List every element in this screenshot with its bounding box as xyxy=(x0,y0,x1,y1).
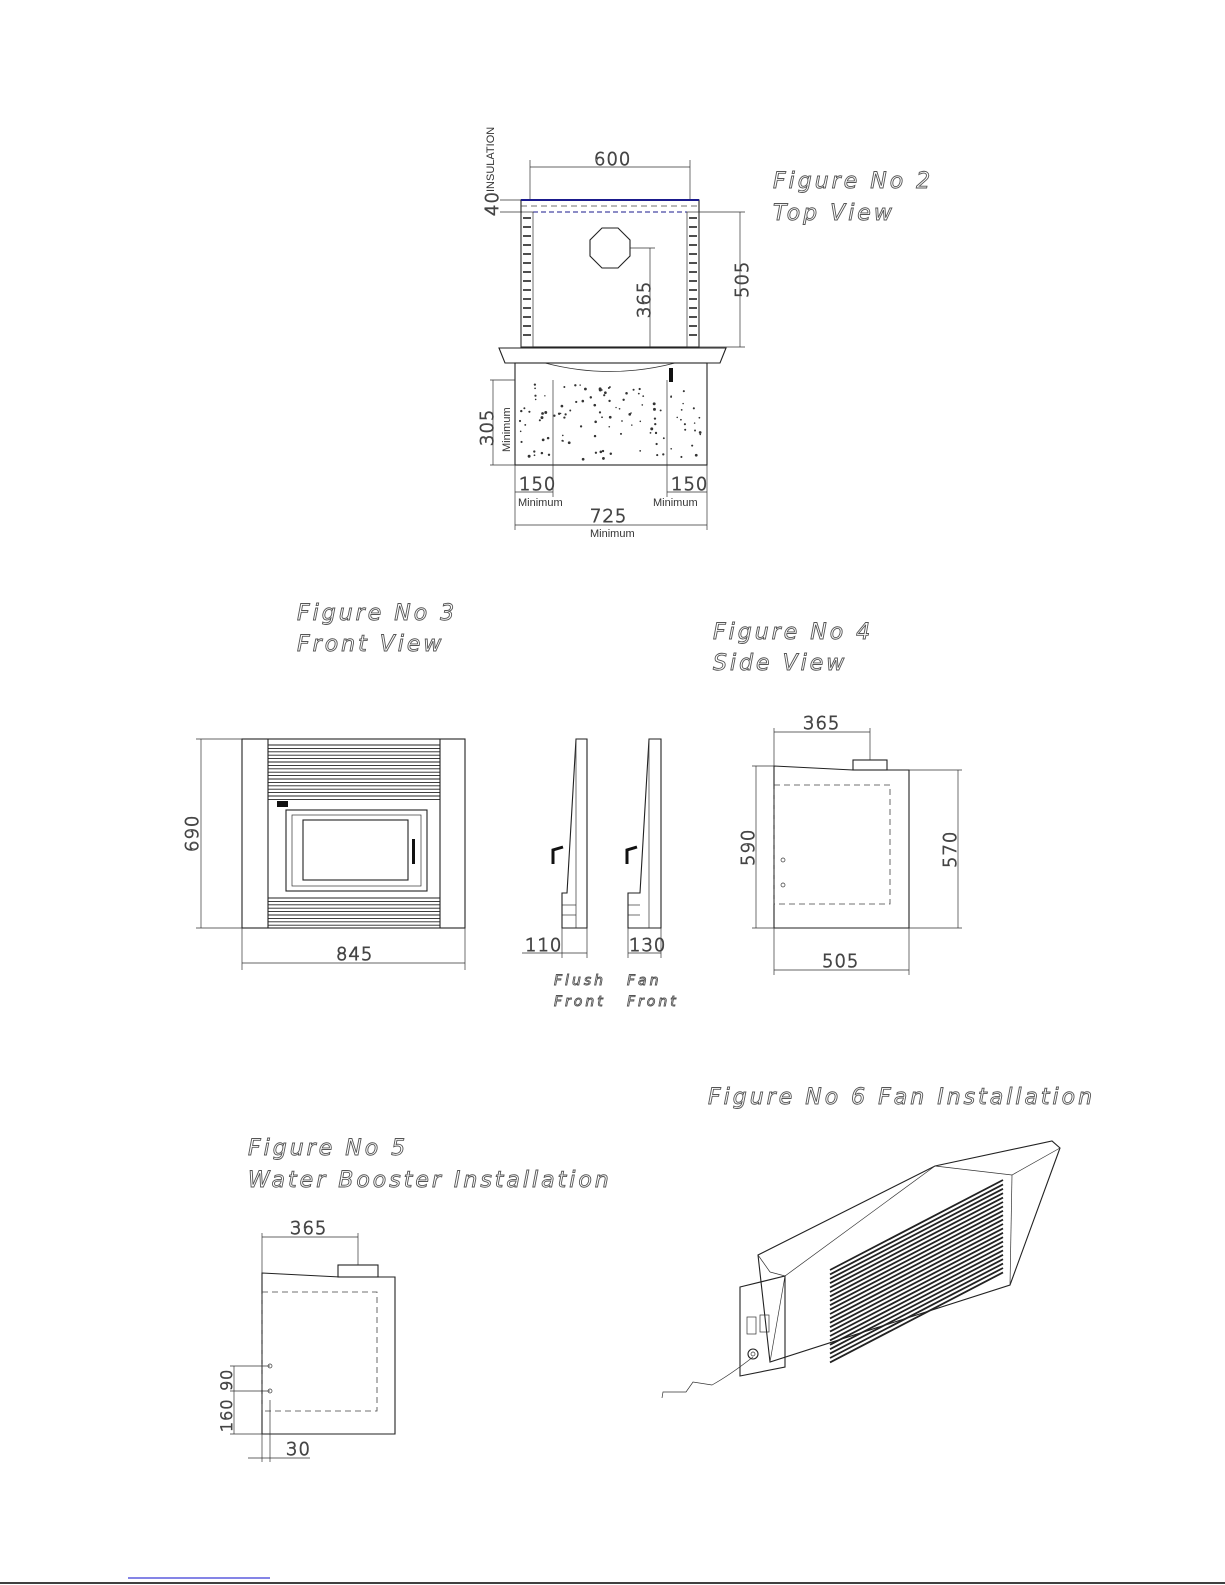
hearth-depth-note: Minimum xyxy=(501,407,513,452)
dim-width-600: 600 xyxy=(594,149,631,170)
side-firebox-dashed xyxy=(774,785,890,904)
side-flue-collar xyxy=(853,760,887,770)
flush-label-1: Flush xyxy=(554,973,606,989)
control-switch xyxy=(277,801,288,807)
booster-dim-90: 90 xyxy=(217,1369,236,1391)
fascia-handle xyxy=(669,368,673,382)
stove-surround xyxy=(242,739,465,928)
flue-octagon xyxy=(590,228,630,268)
side-dim-590: 590 xyxy=(738,829,759,866)
firebox-outline xyxy=(521,200,699,347)
door-glass xyxy=(303,820,408,880)
side-right-note: Minimum xyxy=(653,497,698,509)
side-dim-365: 365 xyxy=(803,713,840,734)
fig4-title: Figure No 4 xyxy=(713,620,873,645)
dim-flue-365: 365 xyxy=(634,281,655,318)
fan-label-1: Fan xyxy=(627,973,662,989)
fan-front-profile xyxy=(628,739,661,928)
flush-label-2: Front xyxy=(554,994,606,1010)
hearth xyxy=(515,363,707,465)
fan-louvres xyxy=(830,1180,1003,1362)
hearth-concrete-texture xyxy=(519,384,702,461)
dim-flush-110: 110 xyxy=(525,935,562,956)
fan-label-2: Front xyxy=(627,994,679,1010)
booster-dim-30: 30 xyxy=(286,1439,311,1460)
figure-2-top-view: Figure No 2 Top View 600 INSULATION 40 3… xyxy=(477,127,933,540)
brick-ticks-right xyxy=(689,218,697,335)
dim-hearth-width-725: 725 xyxy=(590,506,627,527)
door-handle xyxy=(412,839,415,864)
fan-power-cable xyxy=(662,1357,753,1398)
fig3-title: Figure No 3 xyxy=(297,601,457,626)
booster-flue-collar xyxy=(338,1265,378,1277)
fig2-title: Figure No 2 xyxy=(773,169,933,194)
dim-depth-505: 505 xyxy=(732,261,753,298)
fig2-subtitle: Top View xyxy=(773,201,895,226)
figure-6-fan-installation: Figure No 6 Fan Installation xyxy=(662,1085,1095,1398)
figure-4-side-view: Figure No 4 Side View 365 590 570 505 xyxy=(713,620,962,975)
front-louvres-top xyxy=(268,745,440,799)
brick-ticks-left xyxy=(523,218,531,335)
dim-hearth-305: 305 xyxy=(477,409,498,446)
flush-front-profile xyxy=(562,739,587,928)
dim-side-right-150: 150 xyxy=(671,474,708,495)
dim-width-845: 845 xyxy=(336,944,373,965)
booster-body xyxy=(262,1273,395,1434)
front-louvres-bottom xyxy=(268,898,440,925)
side-dim-570: 570 xyxy=(940,831,961,868)
dim-height-690: 690 xyxy=(182,815,203,852)
dim-side-left-150: 150 xyxy=(519,474,556,495)
booster-firebox-dashed xyxy=(262,1292,377,1411)
fan-cable-entry xyxy=(748,1349,758,1359)
dim-insulation-40: 40 xyxy=(482,191,503,216)
figure-3-front-view: Figure No 3 Front View 690 845 110 Fl xyxy=(182,601,679,1010)
fig4-subtitle: Side View xyxy=(713,651,847,676)
hearth-width-note: Minimum xyxy=(590,528,635,540)
dim-fan-130: 130 xyxy=(629,935,666,956)
side-dim-505: 505 xyxy=(822,951,859,972)
fig6-title: Figure No 6 Fan Installation xyxy=(708,1085,1095,1110)
fig3-subtitle: Front View xyxy=(297,632,444,657)
side-left-note: Minimum xyxy=(518,497,563,509)
booster-dim-160: 160 xyxy=(217,1398,236,1432)
booster-dim-365: 365 xyxy=(290,1218,327,1239)
stove-door xyxy=(286,810,427,891)
figure-5-water-booster: Figure No 5 Water Booster Installation 3… xyxy=(217,1136,612,1462)
fan-switch-1 xyxy=(747,1317,756,1334)
fig5-subtitle: Water Booster Installation xyxy=(248,1168,612,1193)
insulation-label: INSULATION xyxy=(485,127,497,192)
fig5-title: Figure No 5 xyxy=(248,1136,408,1161)
fascia xyxy=(499,348,726,363)
